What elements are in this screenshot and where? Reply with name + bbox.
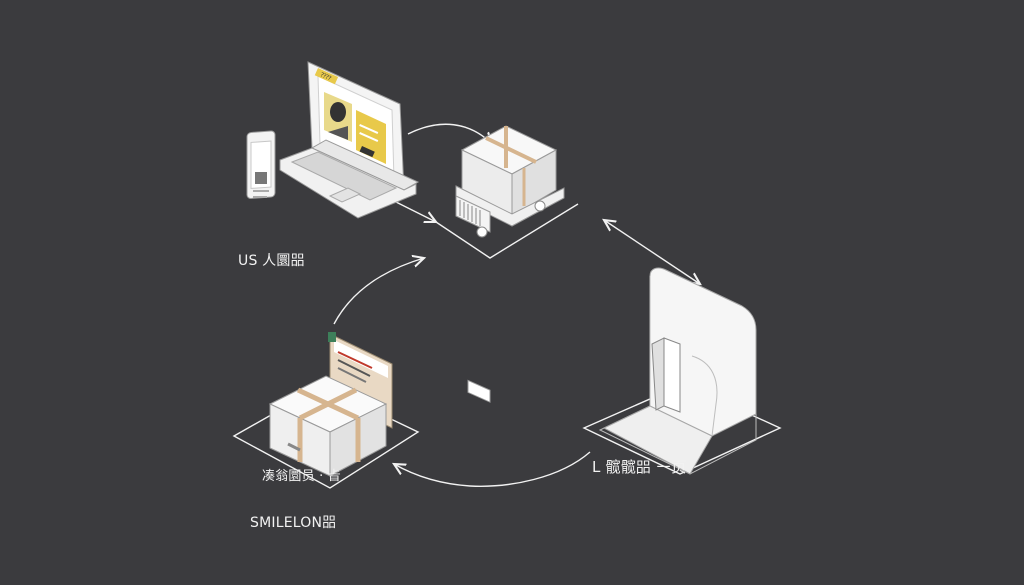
laptop-down-arrow	[391, 199, 436, 222]
service-point-label: L 髋髋㗊 ㇐页	[592, 458, 687, 476]
truck-to-kiosk-arrow	[604, 220, 700, 284]
package-box-icon	[268, 332, 393, 477]
destination-label-line2: SMILELON㗊	[250, 515, 337, 531]
laptop-icon: ⁇⁇	[279, 61, 420, 219]
phone-icon	[246, 130, 276, 199]
origin-label: US 人圜㗊	[238, 253, 305, 269]
destination-label-line1: 凑翁圜员 · 㫖	[262, 469, 341, 484]
pickup-kiosk-icon	[598, 267, 757, 475]
kiosk-to-package-arrow	[394, 451, 591, 487]
delivery-truck-icon	[455, 125, 565, 403]
laptop-screen-header: ⁇⁇	[319, 71, 332, 82]
package-to-hub-arrow	[333, 258, 424, 325]
truck-platform-outline	[435, 203, 579, 259]
flow-connectors	[232, 123, 782, 489]
